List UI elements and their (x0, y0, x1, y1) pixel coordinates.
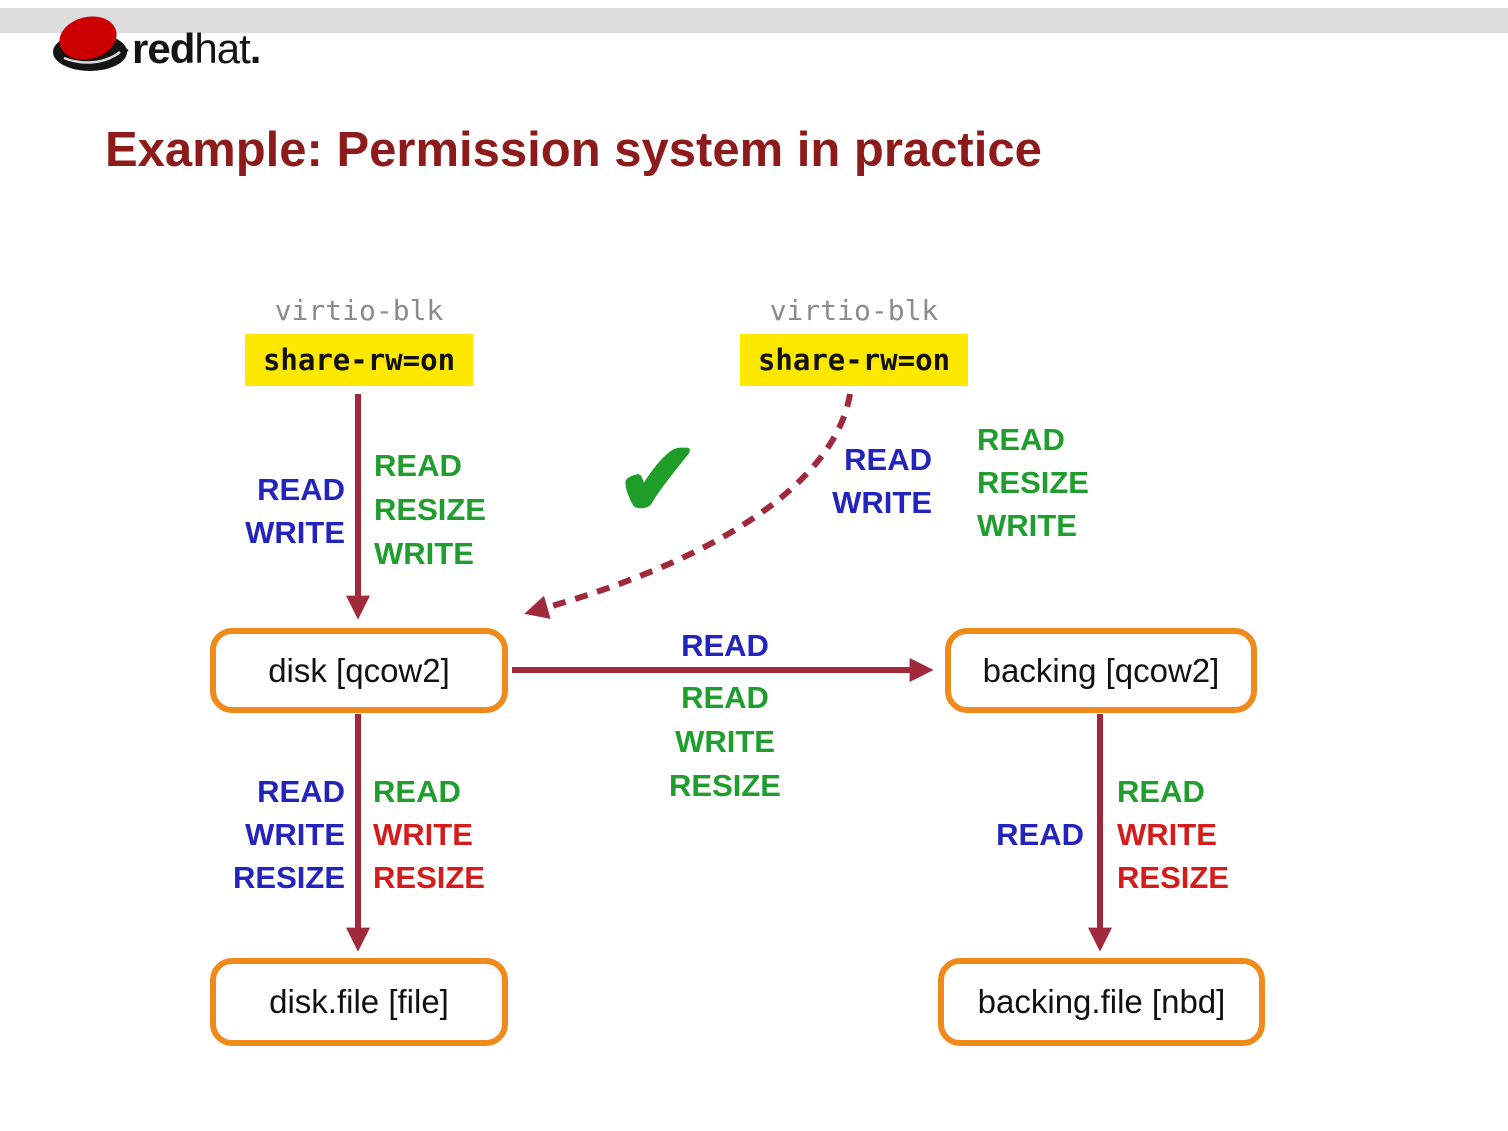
perms-device-right-acquired: READ WRITE (732, 438, 932, 524)
permission-label: RESIZE (373, 860, 485, 895)
redhat-hat-icon (53, 16, 129, 71)
redhat-wordmark: redhat. (132, 25, 262, 72)
perms-disk-file-shared: READ WRITE RESIZE (373, 770, 485, 899)
permission-label: READ (681, 680, 769, 715)
permission-label: RESIZE (669, 768, 781, 803)
permission-label: READ (681, 628, 769, 663)
permission-label: RESIZE (374, 492, 486, 527)
permission-label: WRITE (374, 536, 474, 571)
device-driver-label: virtio-blk (274, 294, 444, 327)
arrow-device-right-to-disk-dashed (524, 393, 853, 619)
permission-label: WRITE (977, 508, 1077, 543)
device-driver-label: virtio-blk (769, 294, 939, 327)
permission-label: WRITE (245, 817, 345, 852)
perms-device-left-acquired: READ WRITE (145, 468, 345, 554)
permission-label: READ (257, 472, 345, 507)
device-option-highlight: share-rw=on (245, 334, 473, 386)
permission-label: RESIZE (1117, 860, 1229, 895)
permission-label: READ (257, 774, 345, 809)
permission-label: WRITE (675, 724, 775, 759)
permission-label: WRITE (245, 515, 345, 550)
slide-title: Example: Permission system in practice (105, 123, 1042, 177)
redhat-logo: redhat. (50, 6, 262, 72)
perms-device-left-shared: READ RESIZE WRITE (374, 444, 486, 576)
permission-label: WRITE (373, 817, 473, 852)
permission-label: WRITE (1117, 817, 1217, 852)
device-block-left: virtio-blk share-rw=on (245, 294, 473, 386)
permission-label: READ (373, 774, 461, 809)
permission-label: RESIZE (977, 465, 1089, 500)
perms-disk-backing-acquired: READ (600, 624, 850, 667)
permission-label: WRITE (832, 485, 932, 520)
perms-backing-file-shared: READ WRITE RESIZE (1117, 770, 1229, 899)
device-option-highlight: share-rw=on (740, 334, 968, 386)
node-disk-file: disk.file [file] (210, 958, 508, 1046)
perms-disk-file-acquired: READ WRITE RESIZE (145, 770, 345, 899)
brand-dot: . (249, 25, 262, 72)
perms-backing-file-acquired: READ (884, 813, 1084, 856)
permission-label: READ (977, 422, 1065, 457)
brand-red: red (132, 25, 195, 72)
device-block-right: virtio-blk share-rw=on (740, 294, 968, 386)
perms-device-right-shared: READ RESIZE WRITE (977, 418, 1089, 547)
perms-disk-backing-shared: READ WRITE RESIZE (600, 676, 850, 808)
checkmark-icon: ✔ (613, 420, 704, 539)
node-backing: backing [qcow2] (945, 628, 1257, 713)
permission-label: RESIZE (233, 860, 345, 895)
node-disk: disk [qcow2] (210, 628, 508, 713)
permission-label: READ (374, 448, 462, 483)
permission-label: READ (1117, 774, 1205, 809)
node-backing-file: backing.file [nbd] (938, 958, 1265, 1046)
permission-label: READ (996, 817, 1084, 852)
header-bar (0, 8, 1508, 33)
permission-label: READ (844, 442, 932, 477)
brand-hat: hat (194, 25, 250, 72)
